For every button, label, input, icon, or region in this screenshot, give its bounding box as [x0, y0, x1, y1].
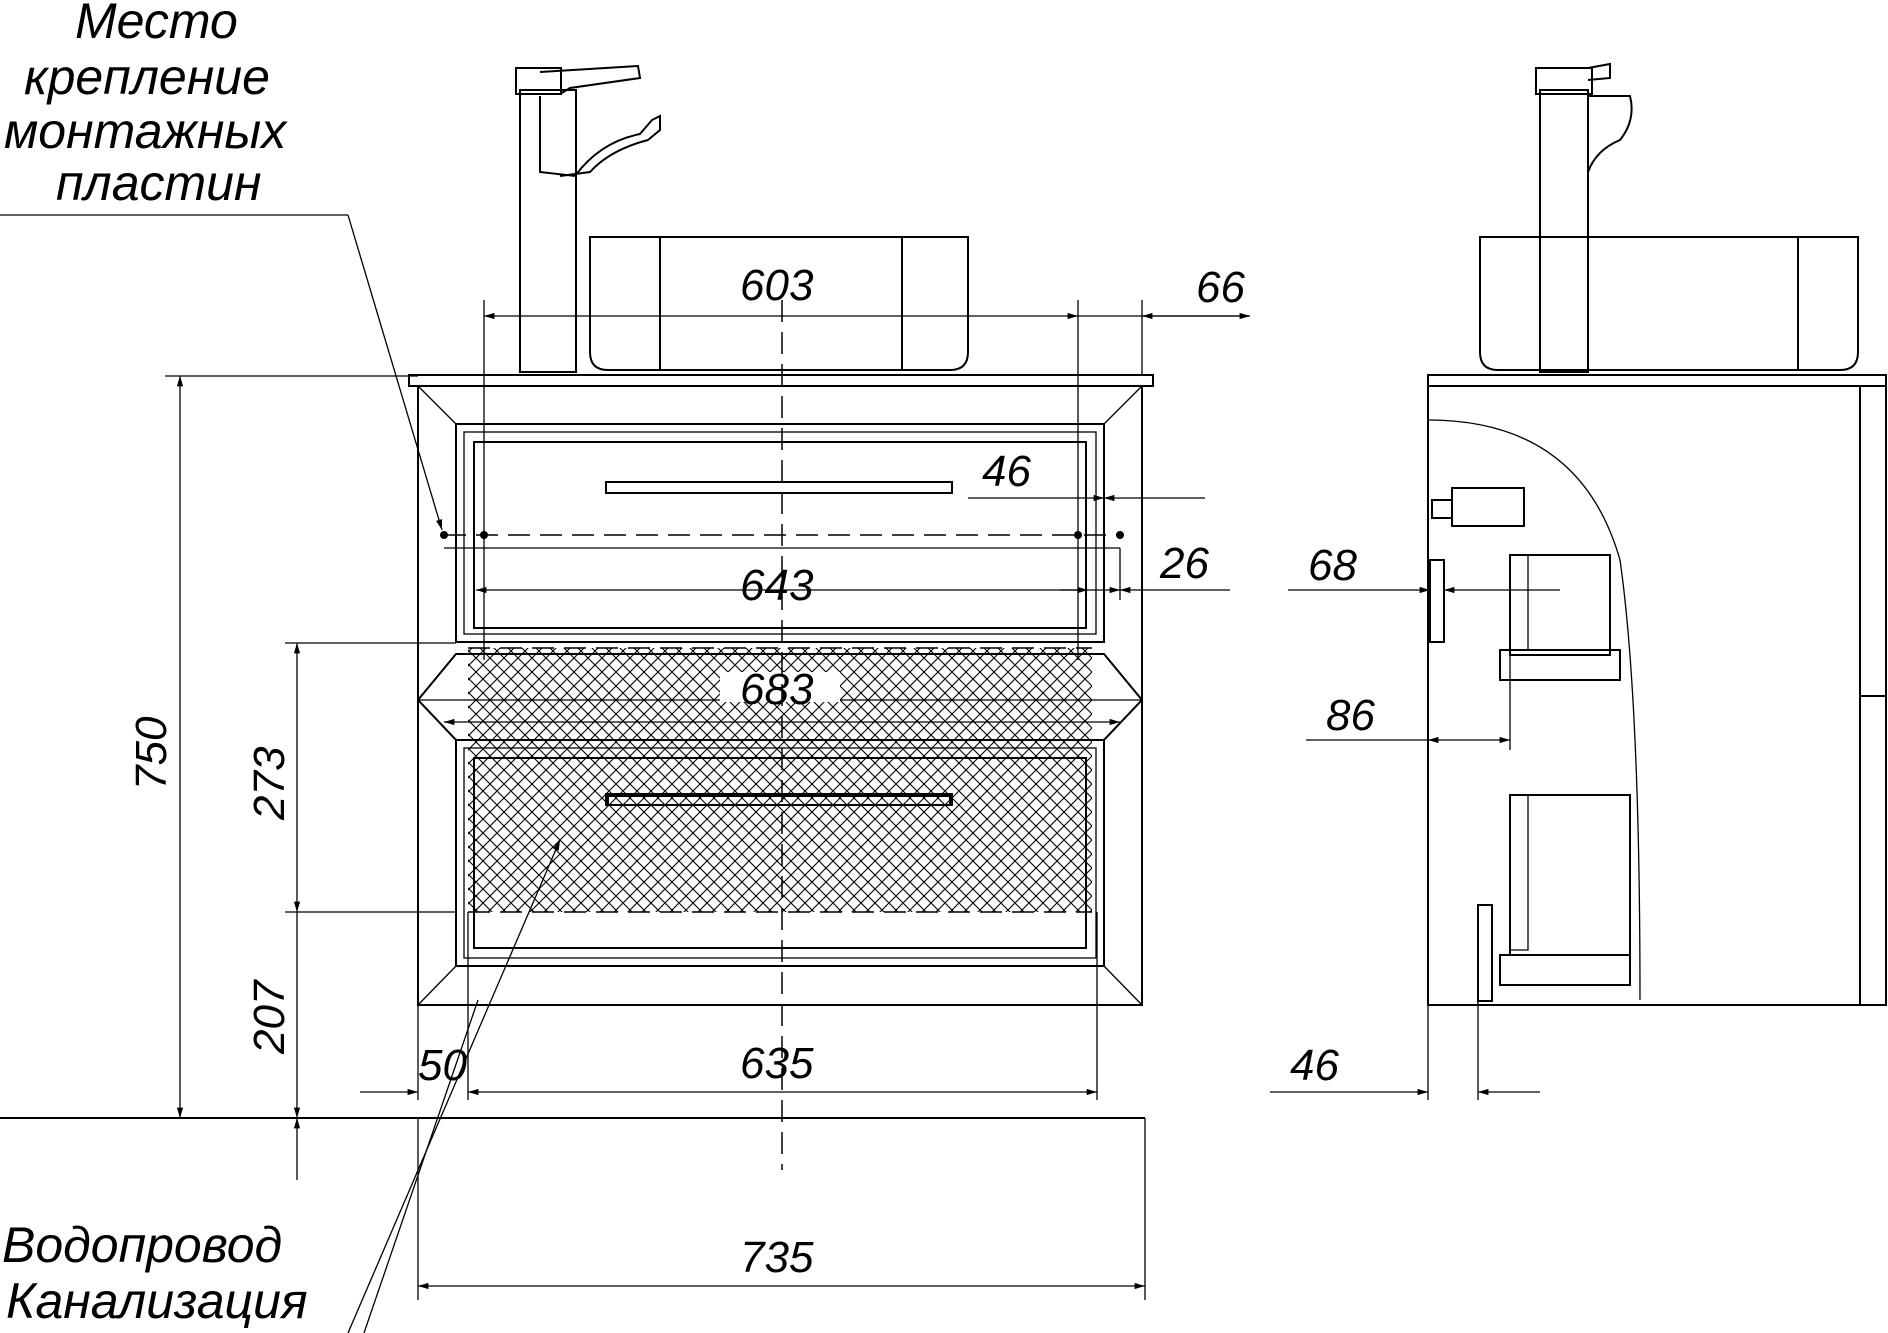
dim-635: 635 [740, 1039, 814, 1088]
basin-front [589, 236, 969, 371]
svg-text:монтажных: монтажных [4, 103, 288, 159]
faucet-side [1535, 62, 1633, 373]
faucet-front [515, 64, 661, 373]
side-view: 68 86 46 [1270, 62, 1887, 1100]
front-dimension-lines [165, 300, 1250, 1300]
svg-text:крепление: крепление [24, 49, 270, 105]
dim-66: 66 [1196, 263, 1245, 312]
countertop-front [408, 374, 1154, 387]
basin-side [1479, 236, 1859, 371]
svg-text:Водопровод: Водопровод [2, 1217, 282, 1273]
dim-68: 68 [1308, 541, 1357, 590]
dim-86: 86 [1326, 691, 1375, 740]
svg-text:пластин: пластин [56, 155, 262, 211]
note-mounting-plates: Место крепление монтажных пластин [4, 0, 288, 211]
dim-683: 683 [740, 665, 814, 714]
svg-text:Канализация: Канализация [6, 1273, 308, 1329]
dim-207: 207 [245, 979, 294, 1055]
cabinet-side [1427, 385, 1887, 1006]
dim-26: 26 [1159, 539, 1209, 588]
side-dimension-lines [1270, 586, 1560, 1100]
mounting-hole-left-outer [440, 531, 448, 539]
note-pipes: Водопровод Канализация [2, 1217, 308, 1329]
mounting-hole-right-outer [1116, 531, 1124, 539]
dim-643: 643 [740, 561, 814, 610]
svg-text:Место: Место [75, 0, 238, 49]
countertop-side [1427, 374, 1887, 387]
cabinet-front [416, 385, 1144, 1006]
dim-603: 603 [740, 261, 814, 310]
leader-lines [0, 214, 561, 1333]
dim-50: 50 [418, 1041, 467, 1090]
dim-735: 735 [740, 1233, 814, 1282]
dim-46-front: 46 [982, 447, 1031, 496]
dim-750: 750 [127, 716, 176, 790]
front-view: Место крепление монтажных пластин Водопр… [0, 0, 1250, 1333]
dim-273: 273 [245, 746, 294, 821]
dim-46-side: 46 [1290, 1041, 1339, 1090]
